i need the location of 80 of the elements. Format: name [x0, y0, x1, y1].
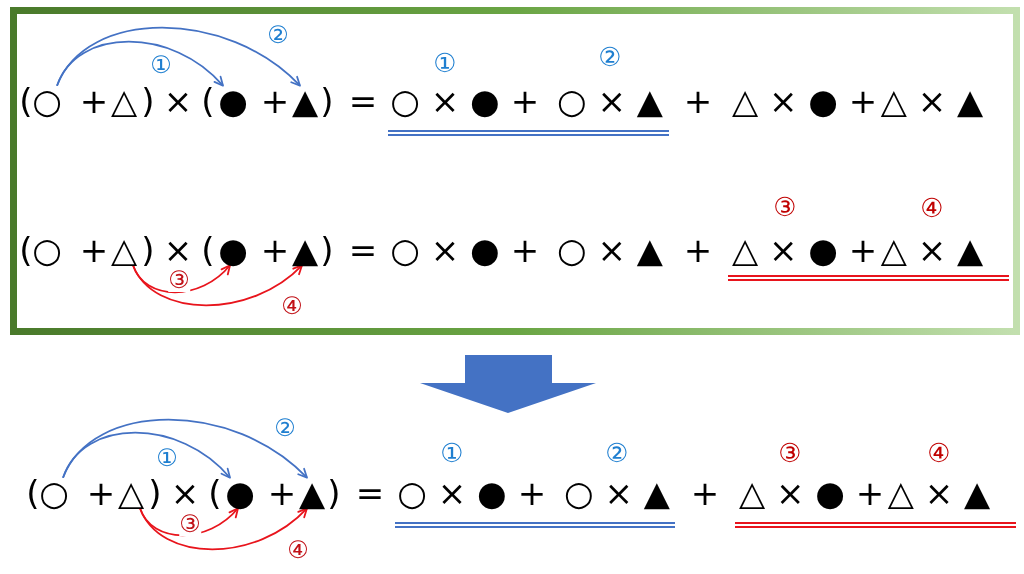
- equals-sign: =: [348, 234, 378, 266]
- filled-circle-symbol: ●: [218, 85, 248, 117]
- times-sign: ×: [163, 234, 193, 266]
- times-sign: ×: [170, 477, 200, 509]
- callout-number: ①: [433, 50, 457, 76]
- filled-triangle-symbol: ▲: [291, 234, 319, 266]
- parenthesis: ): [327, 477, 341, 509]
- edge-label: ③: [168, 268, 190, 292]
- hollow-circle-symbol: ○: [32, 234, 62, 266]
- plus-sign: +: [79, 234, 109, 266]
- plus-sign: +: [86, 477, 116, 509]
- plus-sign: +: [260, 85, 290, 117]
- callout-number: ④: [927, 440, 951, 466]
- curved-arrow: [56, 40, 224, 87]
- plus-sign: +: [683, 85, 713, 117]
- equals-sign: =: [355, 477, 385, 509]
- product-term: ○ × ●: [390, 85, 500, 117]
- product-term: △ × ▲: [880, 85, 984, 117]
- product-term: ○ × ●: [397, 477, 507, 509]
- edge-label: ④: [287, 538, 309, 562]
- times-sign: ×: [163, 85, 193, 117]
- product-term: △ × ●: [732, 85, 838, 117]
- hollow-circle-symbol: ○: [39, 477, 69, 509]
- filled-circle-symbol: ●: [225, 477, 255, 509]
- callout-number: ②: [605, 440, 629, 466]
- product-term: △ × ▲: [887, 477, 991, 509]
- filled-triangle-symbol: ▲: [291, 85, 319, 117]
- product-term: △ × ▲: [880, 234, 984, 266]
- product-term: △ × ●: [732, 234, 838, 266]
- plus-sign: +: [510, 85, 540, 117]
- plus-sign: +: [683, 234, 713, 266]
- equals-sign: =: [348, 85, 378, 117]
- curved-arrow: [139, 507, 308, 551]
- hollow-triangle-symbol: △: [110, 85, 138, 117]
- parenthesis: (: [208, 477, 222, 509]
- edge-label: ③: [179, 512, 201, 536]
- parenthesis: (: [201, 85, 215, 117]
- callout-number: ②: [598, 44, 622, 70]
- parenthesis: (: [26, 477, 40, 509]
- plus-sign: +: [267, 477, 297, 509]
- product-term: ○ × ▲: [557, 234, 663, 266]
- edge-label: ②: [267, 23, 289, 47]
- filled-triangle-symbol: ▲: [298, 477, 326, 509]
- plus-sign: +: [79, 85, 109, 117]
- plus-sign: +: [848, 234, 878, 266]
- edge-label: ①: [156, 446, 178, 470]
- hollow-circle-symbol: ○: [32, 85, 62, 117]
- curved-arrow: [62, 431, 231, 479]
- parenthesis: (: [201, 234, 215, 266]
- curved-arrow: [132, 264, 303, 307]
- hollow-triangle-symbol: △: [110, 234, 138, 266]
- product-term: ○ × ▲: [557, 85, 663, 117]
- hollow-triangle-symbol: △: [117, 477, 145, 509]
- plus-sign: +: [848, 85, 878, 117]
- product-term: ○ × ●: [390, 234, 500, 266]
- parenthesis: ): [141, 234, 155, 266]
- edge-label: ②: [274, 416, 296, 440]
- edge-label: ①: [150, 53, 172, 77]
- plus-sign: +: [855, 477, 885, 509]
- plus-sign: +: [690, 477, 720, 509]
- plus-sign: +: [510, 234, 540, 266]
- edge-label: ④: [281, 294, 303, 318]
- outline-frame: [10, 7, 1020, 335]
- curved-arrow: [56, 26, 301, 87]
- product-term: △ × ●: [739, 477, 845, 509]
- parenthesis: (: [19, 85, 33, 117]
- parenthesis: ): [141, 85, 155, 117]
- filled-circle-symbol: ●: [218, 234, 248, 266]
- plus-sign: +: [517, 477, 547, 509]
- curved-arrow: [62, 418, 308, 479]
- callout-number: ③: [778, 440, 802, 466]
- callout-number: ③: [773, 194, 797, 220]
- plus-sign: +: [260, 234, 290, 266]
- product-term: ○ × ▲: [564, 477, 670, 509]
- callout-number: ①: [440, 440, 464, 466]
- parenthesis: (: [19, 234, 33, 266]
- callout-number: ④: [920, 195, 944, 221]
- parenthesis: ): [148, 477, 162, 509]
- parenthesis: ): [320, 234, 334, 266]
- parenthesis: ): [320, 85, 334, 117]
